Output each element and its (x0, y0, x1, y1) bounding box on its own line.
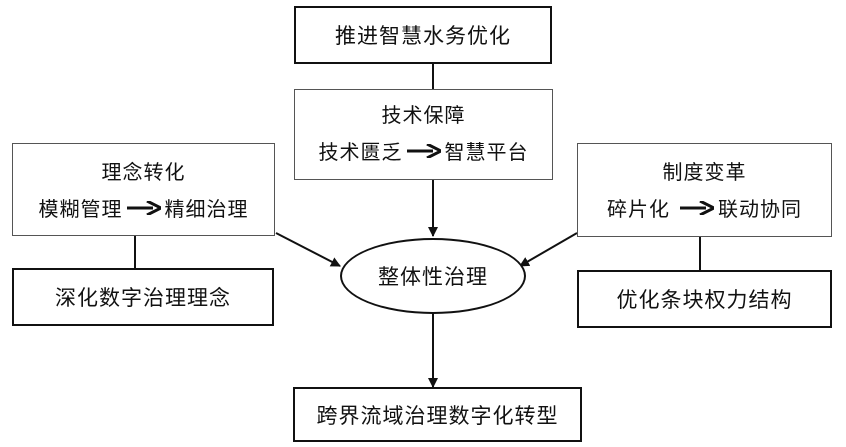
right-arrow-icon (406, 143, 441, 158)
arrow-system-to-center (519, 232, 578, 267)
system-reform-transition: 碎片化 联动协同 (578, 193, 831, 222)
top-goal-box: 推进智慧水务优化 (294, 6, 552, 64)
system-from-text: 碎片化 (607, 197, 670, 221)
optimize-power-structure-box: 优化条块权力结构 (577, 270, 832, 328)
digital-transformation-box: 跨界流域治理数字化转型 (293, 387, 582, 442)
tech-guarantee-title: 技术保障 (381, 103, 466, 127)
concept-transform-box: 理念转化 模糊管理 精细治理 (12, 143, 275, 236)
right-arrow-icon (680, 200, 714, 215)
system-to-text: 联动协同 (718, 197, 802, 221)
system-reform-title: 制度变革 (662, 160, 747, 184)
top-goal-label: 推进智慧水务优化 (335, 24, 511, 48)
concept-from-text: 模糊管理 (38, 197, 123, 221)
concept-transform-transition: 模糊管理 精细治理 (13, 193, 274, 222)
optimize-power-structure-label: 优化条块权力结构 (616, 288, 793, 312)
concept-to-text: 精细治理 (164, 197, 249, 221)
digital-transformation-label: 跨界流域治理数字化转型 (316, 403, 559, 428)
tech-from-text: 技术匮乏 (318, 140, 403, 164)
holistic-governance-ellipse: 整体性治理 (340, 238, 526, 314)
system-reform-box: 制度变革 碎片化 联动协同 (577, 143, 832, 237)
holistic-governance-label: 整体性治理 (378, 265, 488, 289)
deepen-digital-governance-label: 深化数字治理理念 (55, 286, 231, 310)
tech-guarantee-box: 技术保障 技术匮乏 智慧平台 (294, 89, 553, 180)
concept-transform-title: 理念转化 (101, 160, 186, 184)
deepen-digital-governance-box: 深化数字治理理念 (12, 268, 274, 326)
tech-to-text: 智慧平台 (444, 140, 529, 164)
arrow-concept-to-center (275, 232, 341, 267)
right-arrow-icon (126, 200, 161, 215)
tech-guarantee-transition: 技术匮乏 智慧平台 (295, 136, 552, 165)
